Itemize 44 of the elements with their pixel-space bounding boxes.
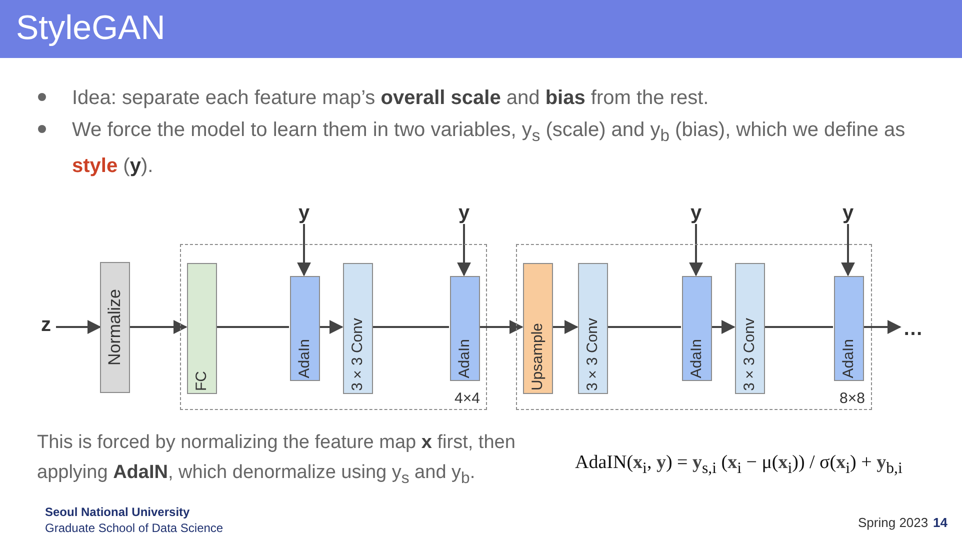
layer-box: 3×3 Conv: [343, 263, 373, 394]
dashed-group-box: [516, 244, 872, 410]
resolution-label: 8×8: [840, 390, 865, 407]
layer-box: FC: [187, 263, 217, 394]
page-number: 14: [933, 514, 948, 532]
layer-box: 3×3 Conv: [735, 263, 765, 394]
bullet-text: We force the model to learn them in two variables, y$_{s}$ (scale) and y$_{b}$ (bias), which we define as style (y).: [72, 118, 906, 179]
arrow: [863, 320, 902, 334]
layer-box: AdaIn: [682, 276, 712, 381]
arrow: [56, 320, 102, 334]
school-name: Graduate School of Data Science: [45, 520, 224, 537]
arrow: [711, 320, 736, 334]
arrow: [297, 224, 311, 276]
arrow: [479, 320, 524, 334]
slide-title: StyleGAN: [16, 9, 166, 48]
resolution-label: 4×4: [454, 390, 480, 407]
variable-label: y: [456, 202, 472, 224]
layer-box: AdaIn: [290, 276, 320, 381]
explanation-text: This is forced by normalizing the feature map x first, then applying AdaIN, which denormalize using y$_{s}$ and y$_{b}$.: [37, 431, 516, 490]
variable-label: z: [36, 314, 56, 340]
university-name: Seoul National University: [45, 504, 190, 521]
formula-text: AdaIN(x$_{i}$, y) = y$_{s,i}$ (x$_{i}$ − μ(x$_{i}$)) / σ(x$_{i}$) + y$_{b,i}$: [575, 451, 904, 479]
layer-box: AdaIn: [834, 276, 864, 381]
arrow: [319, 320, 344, 334]
variable-label: y: [296, 202, 312, 224]
layer-box: 3×3 Conv: [578, 263, 608, 394]
date-text: Spring 2023: [858, 514, 928, 532]
arrow: [841, 224, 855, 276]
variable-label: y: [688, 202, 704, 224]
arrow: [689, 224, 703, 276]
arrow: [552, 320, 578, 334]
layer-box: Upsample: [523, 263, 553, 394]
arrow: [130, 320, 188, 334]
variable-label: y: [840, 202, 856, 224]
bullet-text: Idea: separate each feature map’s overall scale and bias from the rest.: [72, 86, 710, 111]
arrow: [457, 224, 471, 276]
connector-line: [607, 326, 681, 328]
variable-label: …: [900, 318, 926, 342]
dashed-group-box: [180, 244, 487, 410]
layer-box: Normalize: [100, 262, 130, 393]
connector-line: [764, 326, 833, 328]
connector-line: [372, 326, 449, 328]
layer-box: AdaIn: [450, 276, 480, 381]
connector-line: [216, 326, 289, 328]
